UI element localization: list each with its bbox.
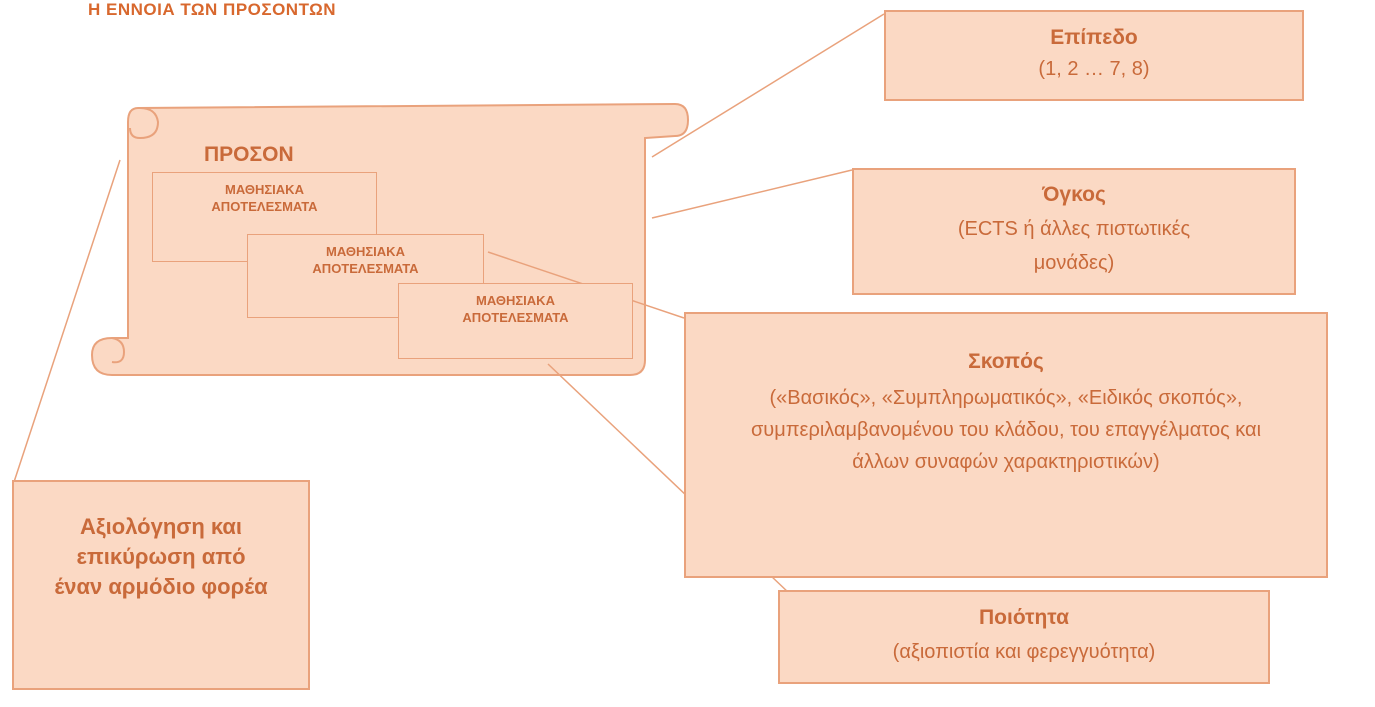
quality-body: (αξιοπιστία και φερεγγυότητα) <box>892 641 1156 663</box>
page-title: Η ΕΝΝΟΙΑ ΤΩΝ ΠΡΟΣΟΝΤΩΝ <box>88 0 337 16</box>
purpose-title: Σκοπός <box>968 350 1044 373</box>
purpose-body: («Βασικός», «Συμπληρωματικός», «Ειδικός … <box>750 387 1262 473</box>
assessment-box: Αξιολόγηση και επικύρωση από έναν αρμόδι… <box>12 480 310 690</box>
doc-line1: ΜΑΘΗΣΙΑΚΑ <box>326 244 405 259</box>
doc-line2: ΑΠΟΤΕΛΕΣΜΑΤΑ <box>211 199 318 214</box>
doc-line1: ΜΑΘΗΣΙΑΚΑ <box>225 182 304 197</box>
doc-line2: ΑΠΟΤΕΛΕΣΜΑΤΑ <box>312 261 419 276</box>
quality-title: Ποιότητα <box>979 606 1069 629</box>
level-body: (1, 2 … 7, 8) <box>1038 58 1150 80</box>
doc-line1: ΜΑΘΗΣΙΑΚΑ <box>476 293 555 308</box>
connector-level <box>651 13 885 158</box>
quality-box: Ποιότητα (αξιοπιστία και φερεγγυότητα) <box>778 590 1270 684</box>
learning-outcomes-doc-3: ΜΑΘΗΣΙΑΚΑ ΑΠΟΤΕΛΕΣΜΑΤΑ <box>398 283 633 359</box>
volume-title: Όγκος <box>1042 183 1106 206</box>
volume-body: (ECTS ή άλλες πιστωτικές μονάδες) <box>957 218 1191 274</box>
volume-box: Όγκος (ECTS ή άλλες πιστωτικές μονάδες) <box>852 168 1296 295</box>
doc-line2: ΑΠΟΤΕΛΕΣΜΑΤΑ <box>462 310 569 325</box>
connector-assessment <box>13 159 121 483</box>
purpose-box: Σκοπός («Βασικός», «Συμπληρωματικός», «Ε… <box>684 312 1328 578</box>
level-title: Επίπεδο <box>1050 26 1138 49</box>
assessment-title: Αξιολόγηση και επικύρωση από έναν αρμόδι… <box>54 514 268 599</box>
scroll-title: ΠΡΟΣΟΝ <box>204 143 294 166</box>
level-box: Επίπεδο (1, 2 … 7, 8) <box>884 10 1304 101</box>
connector-volume <box>651 169 853 219</box>
